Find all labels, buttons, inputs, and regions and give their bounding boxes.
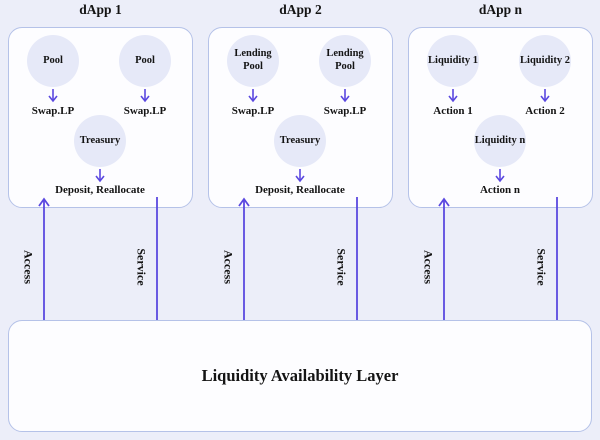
liquidity-availability-layer-title: Liquidity Availability Layer [201,366,399,385]
down-arrow-icon [338,88,352,104]
down-arrow-icon [138,88,152,104]
action-label: Deposit, Reallocate [55,184,145,196]
action-label: Swap.LP [231,105,275,117]
dapp2-title: dApp 2 [279,2,322,17]
action-label: Action n [479,184,521,196]
down-arrow-icon [246,88,260,104]
action-label: Action 2 [525,105,565,117]
action-label: Action 1 [433,105,473,117]
down-arrow-icon [493,168,507,184]
action-label: Swap.LP [31,105,75,117]
liquidity-node: Liquidity 1 [427,35,479,87]
lending-pool-node: Lending Pool [319,35,371,87]
service-label: Service [334,248,349,286]
access-label: Access [21,250,36,284]
service-label: Service [134,248,149,286]
access-label: Access [421,250,436,284]
action-label: Swap.LP [123,105,167,117]
lending-pool-node: Lending Pool [227,35,279,87]
treasury-node: Treasury [74,115,126,167]
access-label: Access [221,250,236,284]
liquidity-availability-layer-box: Liquidity Availability Layer [8,320,592,432]
service-label: Service [534,248,549,286]
dapp1-title: dApp 1 [79,2,122,17]
dapp3-title: dApp n [478,2,523,17]
down-arrow-icon [538,88,552,104]
liquidity-node: Liquidity 2 [519,35,571,87]
action-label: Deposit, Reallocate [255,184,345,196]
down-arrow-icon [293,168,307,184]
pool-node: Pool [27,35,79,87]
action-label: Swap.LP [323,105,367,117]
liquidity-n-node: Liquidity n [474,115,526,167]
pool-node: Pool [119,35,171,87]
dapp2-card: Lending Pool Lending Pool Swap.LP Swap.L… [208,27,393,208]
down-arrow-icon [46,88,60,104]
dapp3-card: Liquidity 1 Liquidity 2 Action 1 Action … [408,27,593,208]
down-arrow-icon [93,168,107,184]
treasury-node: Treasury [274,115,326,167]
down-arrow-icon [446,88,460,104]
dapp1-card: Pool Pool Swap.LP Swap.LP Treasury Depos… [8,27,193,208]
